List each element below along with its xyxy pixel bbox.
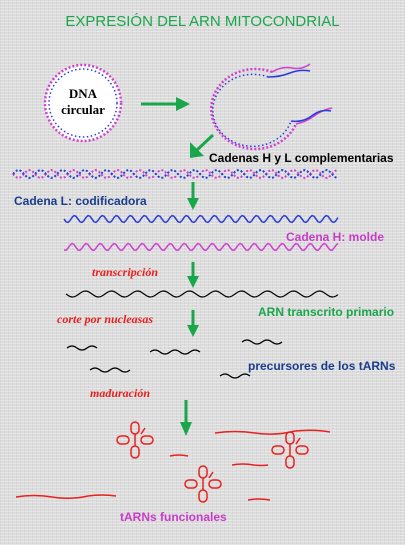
arrow-down-left-icon (190, 133, 215, 158)
functional-trnas-label: tARNs funcionales (120, 510, 227, 524)
opened-circular-dna (209, 63, 333, 151)
arrow-down-icon (187, 310, 199, 337)
trna-cloverleaf-icon (271, 431, 309, 469)
transcription-label: transcripción (92, 265, 159, 279)
l-strand (63, 214, 339, 224)
primary-transcript-label: ARN transcrito primario (258, 305, 395, 319)
cleavage-label: corte por nucleasas (57, 312, 153, 326)
h-strand-label: Cadena H: molde (286, 230, 385, 244)
trna-cloverleaf-icon (184, 465, 222, 503)
l-strand-label: Cadena L: codificadora (14, 194, 147, 208)
arrow-down-icon (187, 182, 199, 210)
functional-trnas (15, 421, 331, 503)
maturation-label: maduración (90, 386, 151, 400)
trna-precursors (66, 339, 283, 379)
primary-transcript (65, 290, 339, 298)
dna-label-line1: DNA (68, 86, 98, 101)
arrow-right-icon (141, 97, 190, 111)
double-helix (12, 168, 338, 180)
dna-label-line2: circular (61, 102, 105, 117)
circular-dna (43, 63, 123, 143)
circular-dna-label: DNA circular (41, 72, 125, 134)
h-strand (63, 242, 339, 252)
precursors-label: precursores de los tARNs (248, 359, 396, 373)
arrow-down-icon (180, 400, 192, 436)
arrow-down-icon (187, 262, 199, 288)
strands-label: Cadenas H y L complementarias (209, 151, 394, 165)
page-title: EXPRESIÓN DEL ARN MITOCONDRIAL (65, 13, 340, 30)
trna-cloverleaf-icon (116, 421, 154, 459)
